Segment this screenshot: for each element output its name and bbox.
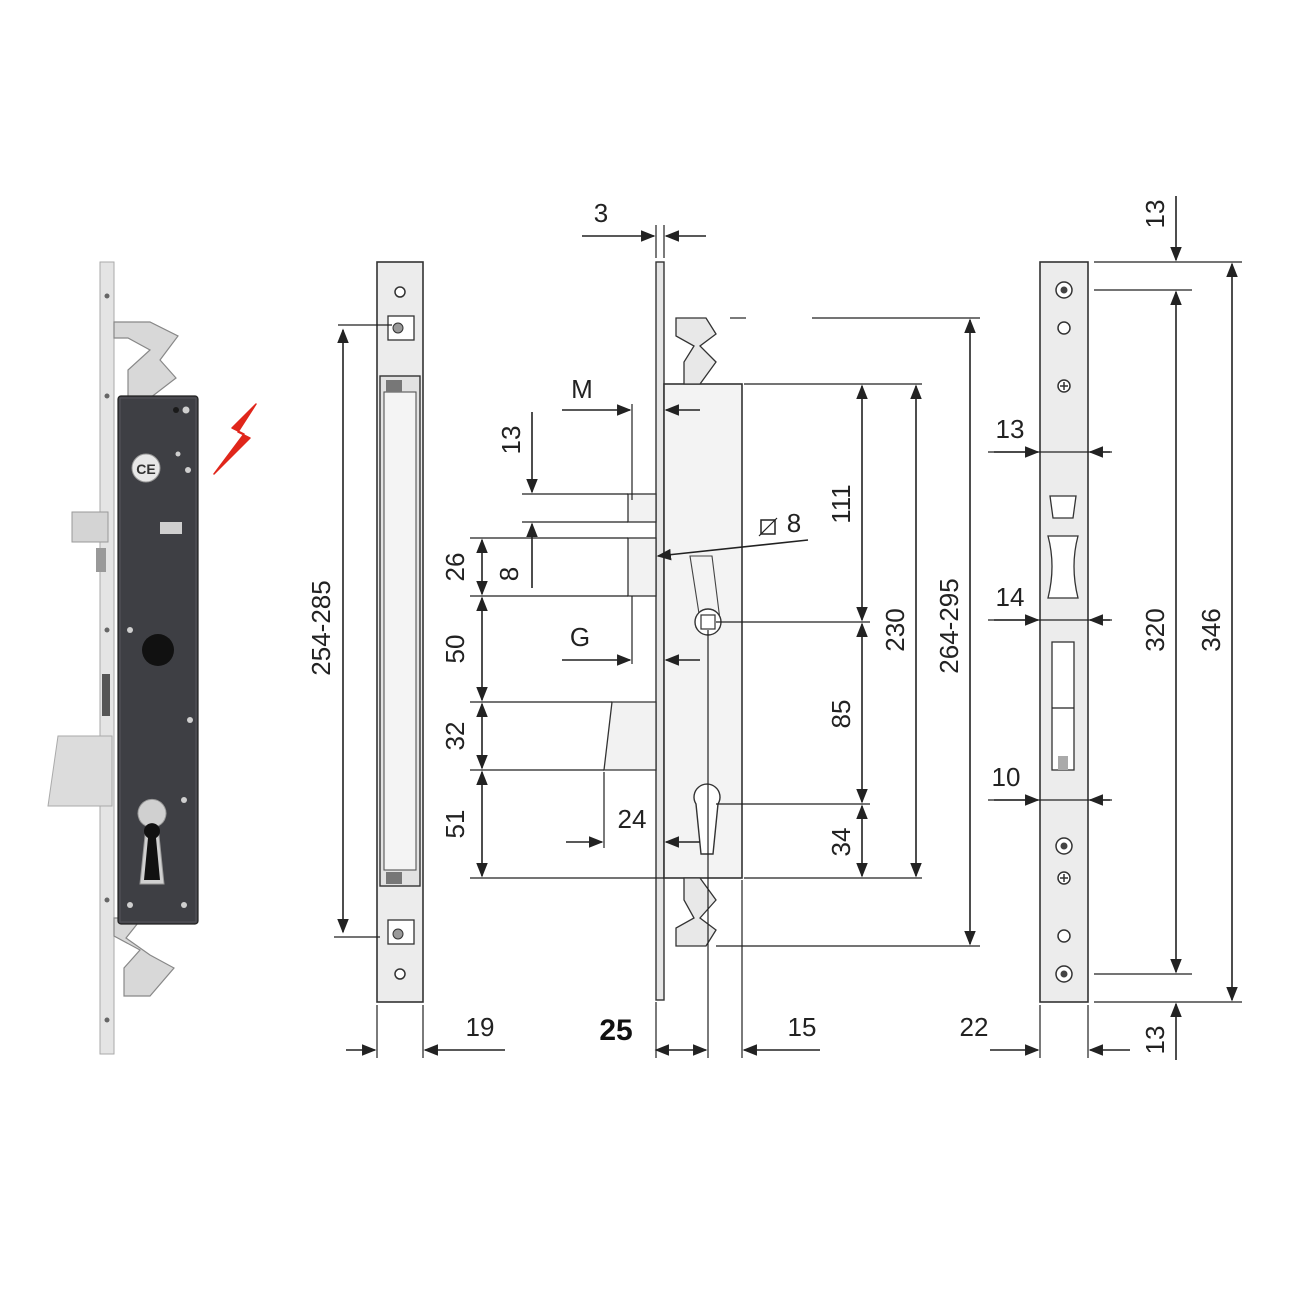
dim-body-height: 230 <box>880 608 910 651</box>
dim-h111: 111 <box>826 484 856 524</box>
dim-strike-13a: 13 <box>996 414 1025 444</box>
front-view <box>376 261 424 1003</box>
dim-square-spindle: 8 <box>787 508 801 538</box>
dim-deadbolt-height: 13 <box>496 426 526 455</box>
dim-g-label: G <box>570 622 590 652</box>
dim-backset: 25 <box>599 1014 632 1047</box>
dim-overall-height: 264-295 <box>934 578 964 673</box>
side-view <box>603 261 743 1058</box>
ce-mark: CE <box>136 461 155 477</box>
dim-strike-top: 13 <box>1140 200 1170 229</box>
dim-m-label: M <box>571 374 593 404</box>
dim-faceplate-thickness: 3 <box>594 198 608 228</box>
dim-latch-depth: 24 <box>618 804 647 834</box>
dim-h85: 85 <box>826 700 856 729</box>
dim-h32: 32 <box>440 722 470 751</box>
lightning-bolt-icon <box>213 403 257 475</box>
dim-h50: 50 <box>440 635 470 664</box>
strike-plate-view <box>1039 261 1089 1003</box>
dim-h34: 34 <box>826 828 856 857</box>
dim-latch-offset: 8 <box>494 567 524 581</box>
dim-h26: 26 <box>440 553 470 582</box>
dim-strike-14: 14 <box>996 582 1025 612</box>
dim-strike-width: 22 <box>960 1012 989 1042</box>
dim-front-width: 19 <box>466 1012 495 1042</box>
dim-strike-height: 346 <box>1196 608 1226 651</box>
dim-strike-bottom: 13 <box>1140 1026 1170 1055</box>
dim-front-height: 254-285 <box>306 580 336 675</box>
dim-strike-hole-span: 320 <box>1140 608 1170 651</box>
dim-body-depth: 15 <box>788 1012 817 1042</box>
dim-strike-10: 10 <box>992 762 1021 792</box>
lock-product-photo: CE <box>47 261 199 1055</box>
dim-h51: 51 <box>440 810 470 839</box>
